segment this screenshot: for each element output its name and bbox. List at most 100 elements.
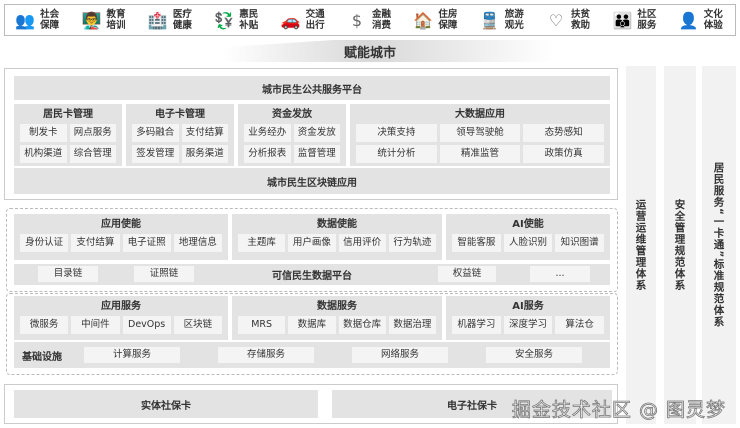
group-3: AI服务机器学习深度学习算法仓 (446, 296, 610, 340)
column-label: 居民服务“一卡通”标准规范体系 (712, 162, 725, 328)
group-item: 业务经办 (244, 124, 291, 142)
group-title: 应用使能 (101, 219, 141, 230)
group-3: AI使能智能客服人脸识别知识图谱 (446, 214, 610, 260)
group-item: 深度学习 (503, 316, 553, 334)
group-1: 应用使能身份认证支付结算电子证照地理信息 (14, 214, 228, 260)
chain-chip: ... (530, 266, 590, 282)
group-item: 签发管理 (132, 145, 179, 163)
service-item: $ 金融消费 (346, 9, 394, 31)
service-label: 旅游观光 (504, 9, 524, 31)
group-2: 电子卡管理多码融合支付结算签发管理服务渠道 (126, 104, 234, 166)
group-title: 资金发放 (272, 109, 312, 120)
group-title: 应用服务 (101, 301, 141, 312)
group-icon: 👤 (678, 10, 699, 30)
group-item: 算法仓 (555, 316, 604, 334)
physical-card: 实体社保卡 (14, 390, 318, 418)
data-platform-title: 可信民生数据平台 (272, 271, 352, 282)
group-title: 大数据应用 (455, 109, 505, 120)
group-title: 居民卡管理 (43, 109, 93, 120)
group-items: 多码融合支付结算签发管理服务渠道 (132, 124, 228, 163)
service-item: 👪社区服务 (611, 9, 659, 31)
group-item: DevOps (122, 316, 171, 334)
house-icon: 🏠 (413, 10, 434, 30)
group-item: 用户画像 (288, 234, 336, 252)
service-item: 🚆旅游观光 (479, 9, 527, 31)
group-item: 行为轨迹 (388, 234, 436, 252)
group-item: 中间件 (71, 316, 120, 334)
column-label: 安全管理规范体系 (673, 199, 686, 291)
group-title: AI使能 (512, 219, 544, 230)
currency-exchange-icon: 💱 (214, 10, 235, 30)
group-item: 监督管理 (293, 145, 340, 163)
service-label: 医疗健康 (172, 9, 192, 31)
group-2: 数据使能主题库用户画像信用评价行为轨迹 (232, 214, 442, 260)
group-title: 数据使能 (317, 219, 357, 230)
group-items: 决策支持领导驾驶舱态势感知统计分析精准监管政策仿真 (356, 124, 604, 163)
group-item: 资金发放 (293, 124, 340, 142)
data-platform-bar: 目录链 证照链 可信民生数据平台 权益链 ... (14, 264, 610, 285)
group-item: 决策支持 (356, 124, 437, 142)
service-layer (6, 293, 618, 375)
group-title: AI服务 (512, 301, 544, 312)
group-item: MRS (238, 316, 286, 334)
group-items: 身份认证支付结算电子证照地理信息 (20, 234, 222, 252)
service-label: 文化体验 (703, 9, 723, 31)
infra-chip: 存储服务 (218, 347, 314, 363)
group-items: 机器学习深度学习算法仓 (452, 316, 604, 334)
service-item: 🏥医疗健康 (147, 9, 195, 31)
enablement-layer (6, 208, 618, 292)
group-items: 业务经办资金发放分析报表监督管理 (244, 124, 340, 163)
community-icon: 👪 (612, 10, 633, 30)
chain-chip: 目录链 (38, 266, 98, 282)
group-item: 领导驾驶舱 (439, 124, 521, 142)
group-item: 综合管理 (69, 145, 116, 163)
service-label: 扶贫救助 (571, 9, 591, 31)
service-label: 教育培训 (106, 9, 126, 31)
group-item: 态势感知 (523, 124, 604, 142)
group-item: 数据仓库 (338, 316, 386, 334)
group-title: 电子卡管理 (155, 109, 205, 120)
group-item: 网点服务 (69, 124, 116, 142)
group-item: 地理信息 (173, 234, 222, 252)
infra-chip: 计算服务 (84, 347, 180, 363)
group-item: 服务渠道 (181, 145, 228, 163)
electronic-card: 电子社保卡 (332, 390, 612, 418)
group-item: 精准监管 (439, 145, 521, 163)
service-label: 金融消费 (371, 9, 391, 31)
service-label: 社会保障 (40, 9, 60, 31)
infra-chip: 安全服务 (486, 347, 582, 363)
group-1: 居民卡管理制发卡网点服务机构渠道综合管理 (14, 104, 122, 166)
ops-management-system: 运营运维管理体系 (626, 66, 656, 424)
car-icon: 🚗 (280, 10, 301, 30)
watermark: 掘金技术社区 @ 图灵梦 (511, 399, 726, 422)
hospital-icon: 🏥 (147, 10, 168, 30)
service-label: 社区服务 (637, 9, 657, 31)
group-title: 数据服务 (317, 301, 357, 312)
service-item: 💱惠民补贴 (213, 9, 261, 31)
service-label: 交通出行 (305, 9, 325, 31)
heart-pulse-icon: ♡ (548, 10, 564, 30)
group-item: 主题库 (238, 234, 286, 252)
service-item: 🚗交通出行 (280, 9, 328, 31)
group-4: 大数据应用决策支持领导驾驶舱态势感知统计分析精准监管政策仿真 (350, 104, 610, 166)
group-item: 人脸识别 (503, 234, 553, 252)
service-item: 👨‍🏫教育培训 (81, 9, 129, 31)
blockchain-application: 城市民生区块链应用 (14, 168, 610, 194)
people-icon: 👥 (15, 10, 36, 30)
group-item: 微服务 (20, 316, 69, 334)
service-scenario-bar: 👥社会保障 👨‍🏫教育培训 🏥医疗健康 💱惠民补贴 🚗交通出行 $ 金融消费 🏠住房保障 🚆旅游… (4, 4, 736, 36)
group-item: 制发卡 (20, 124, 67, 142)
group-item: 统计分析 (356, 145, 437, 163)
dollar-icon: $ (351, 10, 363, 30)
service-label: 住房保障 (438, 9, 458, 31)
service-item: 👥社会保障 (14, 9, 62, 31)
infra-chip: 网络服务 (352, 347, 448, 363)
infrastructure-title: 基础设施 (22, 352, 62, 363)
group-item: 电子证照 (122, 234, 171, 252)
group-item: 数据库 (288, 316, 336, 334)
group-item: 支付结算 (181, 124, 228, 142)
